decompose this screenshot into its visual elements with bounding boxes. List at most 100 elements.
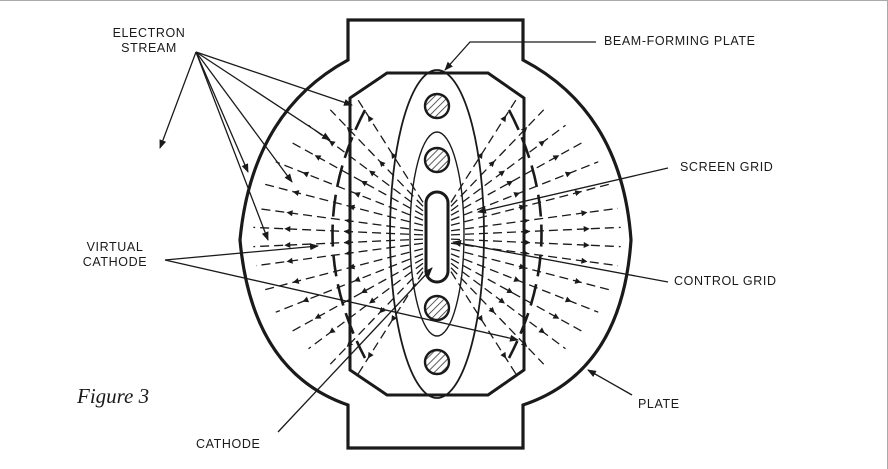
electron-ray-arrow-22-0 (344, 218, 352, 225)
electron-ray-6 (450, 207, 618, 232)
leader-electron-stream-5 (195, 51, 269, 241)
electron-ray-arrow-11-1 (564, 296, 572, 303)
electron-ray-arrow-23-0 (343, 228, 350, 235)
label-electron-stream: ELECTRON STREAM (104, 26, 194, 56)
plate-envelope (238, 18, 633, 450)
electron-ray-arrow-16-0 (391, 152, 398, 160)
electron-ray-arrow-6-0 (522, 218, 530, 225)
leader-beam-forming-plate (444, 41, 596, 71)
electron-ray-arrow-8-1 (583, 241, 590, 248)
leader-virtual-cathode-1 (164, 243, 319, 261)
electron-ray-19 (290, 141, 424, 216)
electron-ray-16 (355, 96, 424, 203)
label-electron-stream-line2: STREAM (121, 41, 177, 55)
electron-ray-7 (450, 226, 621, 236)
electron-ray-1 (450, 109, 545, 207)
electron-ray-8 (450, 238, 621, 248)
electron-ray-26 (263, 248, 424, 291)
electron-ray-arrow-1-1 (520, 126, 528, 134)
electron-ray-arrow-3-0 (506, 180, 514, 187)
electron-ray-2 (450, 124, 566, 212)
electron-ray-3 (450, 141, 584, 216)
electron-ray-arrow-31-1 (367, 351, 374, 359)
grid-rod-top-inner (423, 146, 451, 174)
electron-ray-arrow-7-1 (583, 226, 590, 233)
electron-ray-arrow-9-0 (522, 249, 530, 256)
electron-ray-arrow-20-0 (353, 192, 361, 198)
electron-ray-arrow-14-1 (520, 340, 528, 348)
electron-ray-25 (256, 242, 424, 267)
electron-ray-arrow-22-1 (286, 210, 293, 217)
grid-rod-top-outer (423, 92, 451, 120)
electron-ray-arrow-13-1 (538, 327, 546, 334)
electron-ray-arrow-29-1 (328, 327, 336, 334)
electron-ray-arrow-24-0 (343, 239, 350, 246)
figure-caption: Figure 3 (77, 384, 150, 408)
label-control-grid: CONTROL GRID (674, 274, 777, 288)
electron-ray-arrow-9-1 (581, 257, 588, 264)
electron-ray-21 (263, 183, 424, 226)
control-grid-ellipse (409, 131, 465, 337)
electron-ray-arrow-23-1 (284, 226, 291, 233)
label-cathode: CATHODE (196, 437, 261, 451)
electron-ray-24 (253, 238, 424, 248)
electron-ray-arrow-8-0 (524, 239, 531, 246)
electron-ray-arrow-5-0 (518, 204, 526, 211)
electron-ray-arrow-1-0 (488, 160, 495, 168)
electron-ray-arrow-0-0 (476, 152, 483, 160)
electron-ray-arrow-26-0 (348, 263, 356, 270)
grid-rod-bottom-inner (423, 294, 451, 322)
electron-ray-arrow-18-0 (369, 170, 376, 177)
electron-ray-23 (253, 226, 424, 236)
electron-ray-17 (329, 109, 424, 207)
electron-ray-arrow-17-1 (346, 126, 354, 134)
leader-plate (587, 369, 633, 396)
electron-ray-arrow-18-1 (328, 140, 336, 147)
label-electron-stream-line1: ELECTRON (112, 26, 186, 40)
electron-ray-arrow-21-0 (348, 204, 356, 211)
electron-ray-15 (450, 271, 519, 378)
leader-electron-stream-4 (195, 51, 249, 173)
label-beam-forming-plate: BEAM-FORMING PLATE (604, 34, 756, 48)
leader-control-grid (452, 240, 669, 283)
electron-ray-arrow-24-1 (284, 241, 291, 248)
electron-ray-arrow-19-0 (360, 180, 368, 187)
electron-ray-arrow-28-1 (314, 313, 322, 319)
electron-ray-arrow-19-1 (314, 155, 322, 161)
electron-ray-30 (329, 267, 424, 365)
electron-ray-arrow-29-0 (369, 297, 376, 304)
electron-ray-arrow-11-0 (513, 276, 521, 282)
electron-ray-arrow-21-1 (292, 190, 300, 196)
electron-ray-arrow-14-0 (488, 306, 495, 314)
electron-ray-arrow-25-0 (344, 249, 352, 256)
electron-ray-arrow-3-1 (552, 155, 560, 161)
electron-ray-arrow-16-1 (367, 115, 374, 123)
electron-ray-13 (450, 262, 566, 350)
label-screen-grid: SCREEN GRID (680, 160, 774, 174)
electron-ray-arrow-12-0 (506, 287, 514, 294)
electron-ray-arrow-4-1 (564, 171, 572, 178)
leader-screen-grid (477, 167, 669, 214)
electron-ray-arrow-15-1 (500, 351, 507, 359)
leader-electron-stream-6 (159, 51, 197, 149)
virtual-cathode-left-arc (331, 109, 367, 359)
electron-ray-27 (275, 253, 424, 313)
leader-cathode (277, 267, 433, 433)
electron-ray-arrow-2-1 (538, 140, 546, 147)
electron-ray-arrow-25-1 (286, 257, 293, 264)
electron-ray-arrow-13-0 (498, 297, 505, 304)
electron-ray-arrow-10-1 (574, 278, 582, 284)
grid-rod-bottom-outer (423, 348, 451, 376)
leader-electron-stream-3 (195, 51, 293, 183)
electron-ray-arrow-2-0 (498, 170, 505, 177)
leader-electron-stream-2 (195, 51, 331, 141)
electron-ray-arrow-7-0 (524, 228, 531, 235)
label-virtual-cathode-line2: CATHODE (82, 255, 148, 269)
electron-ray-arrow-27-0 (353, 276, 361, 282)
leader-virtual-cathode-2 (164, 259, 519, 342)
electron-ray-arrow-17-0 (379, 160, 386, 168)
electron-ray-arrow-12-1 (552, 313, 560, 319)
electron-ray-arrow-5-1 (574, 190, 582, 196)
electron-ray-11 (450, 253, 599, 313)
